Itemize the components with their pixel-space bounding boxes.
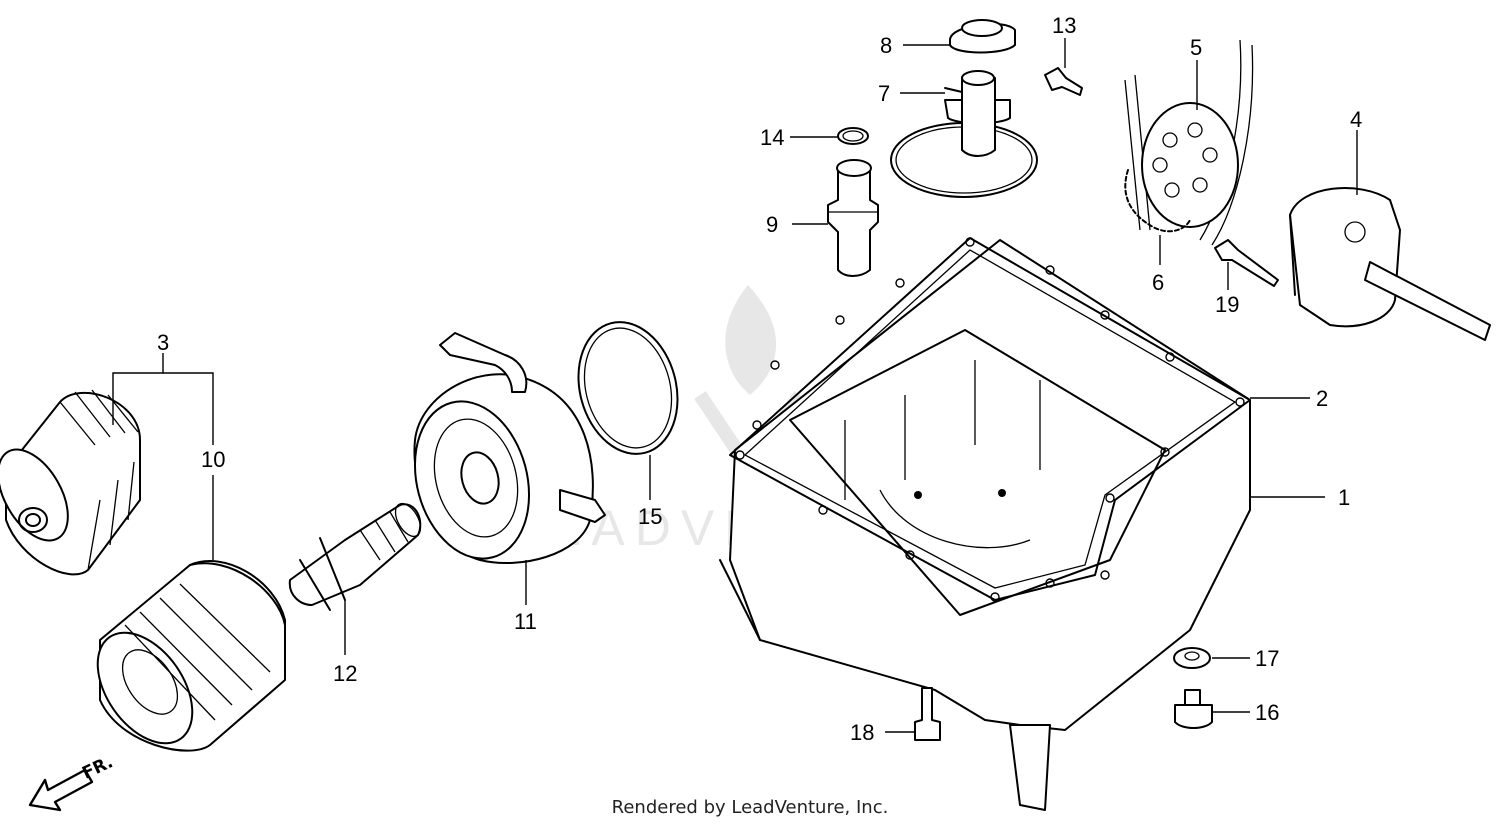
part-bolt-18[interactable] xyxy=(914,687,941,741)
callout-8: 8 xyxy=(880,33,892,58)
part-bolt-13[interactable] xyxy=(1044,67,1083,96)
callout-5: 5 xyxy=(1190,35,1202,60)
callouts: 1 2 3 4 5 6 7 8 9 10 11 12 13 14 15 16 1… xyxy=(157,13,1362,745)
part-oil-filter-upper[interactable] xyxy=(0,389,141,576)
callout-13: 13 xyxy=(1052,13,1076,38)
part-drain-bolt-16[interactable] xyxy=(1174,689,1213,729)
part-pipe-9[interactable] xyxy=(827,159,879,277)
part-gasket-2[interactable] xyxy=(729,237,1251,602)
callout-14: 14 xyxy=(760,125,784,150)
part-washer-17[interactable] xyxy=(1173,647,1211,669)
part-oil-pump-4[interactable] xyxy=(1289,187,1491,341)
leader-lines xyxy=(112,38,1358,733)
callout-2: 2 xyxy=(1316,386,1328,411)
callout-10: 10 xyxy=(201,447,225,472)
front-direction-arrow-icon xyxy=(28,768,94,812)
callout-15: 15 xyxy=(638,504,662,529)
callout-11: 11 xyxy=(514,609,537,634)
part-oil-cooler[interactable] xyxy=(398,332,606,572)
part-sprocket-5[interactable] xyxy=(1124,39,1254,246)
part-oil-pan-1[interactable] xyxy=(719,239,1251,811)
part-bolt-19[interactable] xyxy=(1214,239,1279,287)
part-seal-8[interactable] xyxy=(949,19,1016,54)
callout-7: 7 xyxy=(878,81,890,106)
callout-6: 6 xyxy=(1152,270,1164,295)
callout-16: 16 xyxy=(1255,700,1279,725)
callout-9: 9 xyxy=(766,212,778,237)
part-bolt-12[interactable] xyxy=(288,499,426,611)
part-oil-filter-lower[interactable] xyxy=(78,560,286,761)
callout-4: 4 xyxy=(1350,107,1362,132)
footer-credit: Rendered by LeadVenture, Inc. xyxy=(611,797,889,818)
part-chain-6[interactable] xyxy=(1124,169,1191,233)
part-o-ring-14[interactable] xyxy=(837,127,869,145)
part-strainer-7[interactable] xyxy=(890,70,1038,198)
callout-17: 17 xyxy=(1255,646,1279,671)
callout-19: 19 xyxy=(1215,292,1239,317)
callout-3: 3 xyxy=(157,330,169,355)
part-o-ring-15[interactable] xyxy=(564,311,691,465)
callout-1: 1 xyxy=(1338,485,1350,510)
callout-18: 18 xyxy=(850,720,874,745)
callout-12: 12 xyxy=(333,661,357,686)
